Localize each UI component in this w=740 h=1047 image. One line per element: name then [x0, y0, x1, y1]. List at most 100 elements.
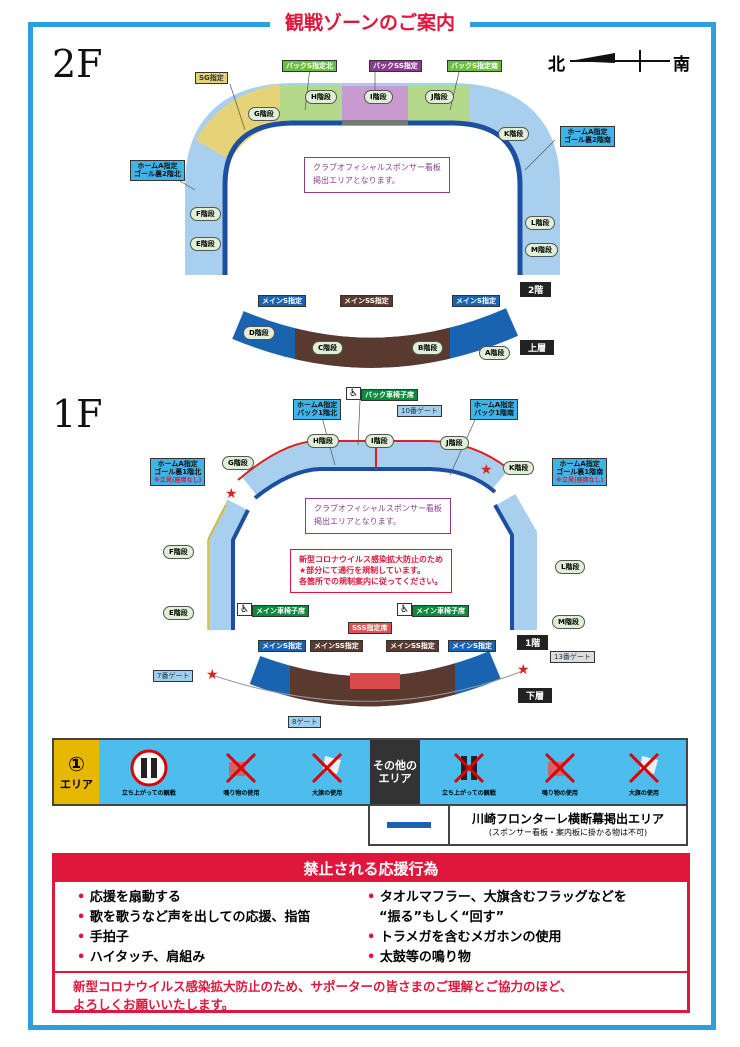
wheelchair-icon: ♿ — [397, 603, 412, 616]
rule-item: ハイタッチ、肩組み — [77, 948, 310, 968]
standing-note: ※立見(座席なし) — [556, 476, 604, 484]
2f-stair-f: F階段 — [190, 207, 221, 221]
2f-stair-g: G階段 — [248, 107, 280, 121]
1f-home-a-back-north-label: ホームA指定 バック1階北 — [293, 399, 342, 420]
1f-stair-h: H階段 — [307, 434, 339, 448]
icon-caption: 立ち上がっての観戦 — [442, 789, 496, 797]
2f-stair-l: L階段 — [525, 216, 556, 230]
2f-level-upper-label: 上層 — [520, 340, 555, 355]
1f-main-wheelchair-right-label: メイン車椅子席 — [412, 605, 469, 618]
flag-prohibited-icon: 大旗の使用 — [307, 748, 347, 797]
2f-stair-b: B階段 — [412, 341, 444, 355]
area-1-badge: ① エリア — [54, 740, 99, 804]
compass: 北 南 — [548, 50, 693, 75]
noisemaker-prohibited-icon: 鳴り物の使用 — [221, 748, 261, 797]
prohibited-title: 禁止される応援行為 — [55, 856, 687, 882]
1f-gate-8-label: 8ゲート — [288, 716, 322, 729]
2f-stair-a: A階段 — [479, 346, 511, 360]
rule-item: 手拍子 — [77, 928, 310, 948]
2f-stair-h: H階段 — [305, 90, 337, 104]
banner-area-title: 川崎フロンターレ横断幕掲出エリア — [471, 812, 664, 826]
page-title: 観戦ゾーンのご案内 — [270, 8, 470, 35]
1f-main-ss-right-label: メインSS指定 — [386, 640, 439, 653]
icon-caption: 大旗の使用 — [628, 789, 659, 797]
svg-text:★: ★ — [517, 662, 530, 678]
icon-caption: 立ち上がっての観戦 — [121, 789, 176, 797]
label-text: ホームA指定 ゴール裏1階北 — [154, 460, 202, 477]
prohibited-list-left: 応援を扇動する 歌を歌うなど声を出しての応援、指笛 手拍子 ハイタッチ、肩組み — [77, 888, 311, 968]
noisemaker-prohibited-icon: 鳴り物の使用 — [540, 748, 580, 797]
1f-level-lower-label: 下層 — [518, 688, 553, 703]
zone-legend: ① エリア 立ち上がっての観戦 鳴り物の使用 大旗の使用 その他の エリア 立ち… — [52, 738, 688, 806]
south-label: 南 — [673, 55, 690, 75]
cooperation-request: 新型コロナウイルス感染拡大防止のため、サポーターの皆さまのご理解とご協力のほど、… — [55, 971, 687, 1014]
2f-sg-zone-label: SG指定 — [195, 72, 228, 85]
other-area-rules: 立ち上がっての観戦 鳴り物の使用 大旗の使用 — [420, 740, 686, 804]
2f-stair-k: K階段 — [498, 127, 530, 141]
rule-item: 応援を扇動する — [77, 888, 310, 908]
1f-stair-m: M階段 — [552, 615, 585, 629]
2f-main-ss-label: メインSS指定 — [340, 295, 393, 308]
2f-home-a-north-label: ホームA指定 ゴール裏2階北 — [130, 160, 185, 181]
banner-line-swatch — [370, 806, 450, 844]
floor-2f-label: 2F — [52, 42, 103, 86]
icon-caption: 大旗の使用 — [312, 789, 343, 797]
1f-north-goal-stand — [208, 499, 249, 630]
flag-prohibited-icon: 大旗の使用 — [624, 748, 664, 797]
banner-area-legend: 川崎フロンターレ横断幕掲出エリア (スポンサー看板・案内板に掛かる物は不可) — [368, 806, 688, 846]
1f-south-goal-stand — [494, 494, 537, 630]
label-text: ホームA指定 ゴール裏1階南 — [556, 460, 604, 477]
restriction-stars: ★ ★ ★ ★ — [206, 462, 530, 683]
svg-text:★: ★ — [206, 667, 219, 683]
standing-note: ※立見(座席なし) — [154, 476, 202, 484]
icon-caption: 鳴り物の使用 — [541, 789, 578, 797]
1f-main-ss-left-label: メインSS指定 — [310, 640, 363, 653]
1f-sss-section — [350, 673, 400, 689]
compass-arrow-icon — [570, 50, 670, 72]
banner-area-subtitle: (スポンサー看板・案内板に掛かる物は不可) — [488, 828, 648, 837]
rule-item: 太鼓等の鳴り物 — [367, 948, 627, 968]
1f-stair-e: E階段 — [163, 606, 194, 620]
1f-sss-label: SSS指定席 — [348, 622, 392, 635]
covid-restriction-note: 新型コロナウイルス感染拡大防止のため ★部分にて通行を規制しています。 各箇所で… — [290, 549, 452, 593]
floor-1f-label: 1F — [52, 392, 103, 436]
rule-item: タオルマフラー、大旗含むフラッグなどを — [367, 888, 627, 908]
1f-sponsor-note: クラブオフィシャルスポンサー看板 掲出エリアとなります。 — [305, 498, 451, 534]
1f-level-1-label: 1階 — [517, 635, 549, 650]
2f-stair-j: J階段 — [425, 90, 454, 104]
2f-back-s-north-label: バックS指定北 — [282, 60, 338, 73]
wheelchair-icon: ♿ — [346, 387, 361, 400]
prohibited-cheering-box: 禁止される応援行為 応援を扇動する 歌を歌うなど声を出しての応援、指笛 手拍子 … — [52, 853, 690, 1013]
2f-level-2-label: 2階 — [520, 282, 552, 297]
rule-item-cont: “振る”もしく“回す” — [379, 910, 505, 925]
1f-main-wheelchair-left-label: メイン車椅子席 — [252, 605, 309, 618]
2f-main-s-left-label: メインS指定 — [258, 295, 307, 308]
1f-gate-7-label: 7番ゲート — [153, 670, 194, 683]
1f-stair-g: G階段 — [222, 456, 254, 470]
1f-home-a-goal-south-label: ホームA指定 ゴール裏1階南※立見(座席なし) — [552, 458, 608, 486]
1f-stair-j: J階段 — [440, 436, 469, 450]
2f-stair-e: E階段 — [190, 237, 221, 251]
2f-stair-c: C階段 — [312, 341, 344, 355]
standing-prohibited-icon: 立ち上がっての観戦 — [442, 748, 496, 797]
1f-stair-i: I階段 — [365, 434, 394, 448]
rule-item: トラメガを含むメガホンの使用 — [367, 928, 627, 948]
svg-text:★: ★ — [225, 486, 238, 502]
icon-caption: 鳴り物の使用 — [223, 789, 260, 797]
svg-text:★: ★ — [480, 462, 493, 478]
1f-stair-l: L階段 — [555, 560, 586, 574]
2f-home-a-south-label: ホームA指定 ゴール裏2階南 — [560, 126, 615, 147]
standing-allowed-icon: 立ち上がっての観戦 — [122, 748, 176, 797]
area-1-rules: 立ち上がっての観戦 鳴り物の使用 大旗の使用 — [99, 740, 370, 804]
2f-main-s-right-label: メインS指定 — [452, 295, 501, 308]
1f-home-a-goal-north-label: ホームA指定 ゴール裏1階北※立見(座席なし) — [150, 458, 206, 486]
prohibited-list-right: タオルマフラー、大旗含むフラッグなどを “振る”もしく“回す” トラメガを含むメ… — [367, 888, 627, 968]
1f-main-s-right-label: メインS指定 — [448, 640, 497, 653]
1f-back-wheelchair-label: バック車椅子席 — [361, 389, 418, 402]
area-1-number: ① — [68, 752, 85, 776]
1f-main-s-left-label: メインS指定 — [258, 640, 307, 653]
2f-stair-d: D階段 — [243, 326, 275, 340]
1f-gate-10-label: 10番ゲート — [397, 405, 442, 418]
other-area-badge: その他の エリア — [370, 740, 420, 804]
1f-stair-f: F階段 — [163, 545, 194, 559]
